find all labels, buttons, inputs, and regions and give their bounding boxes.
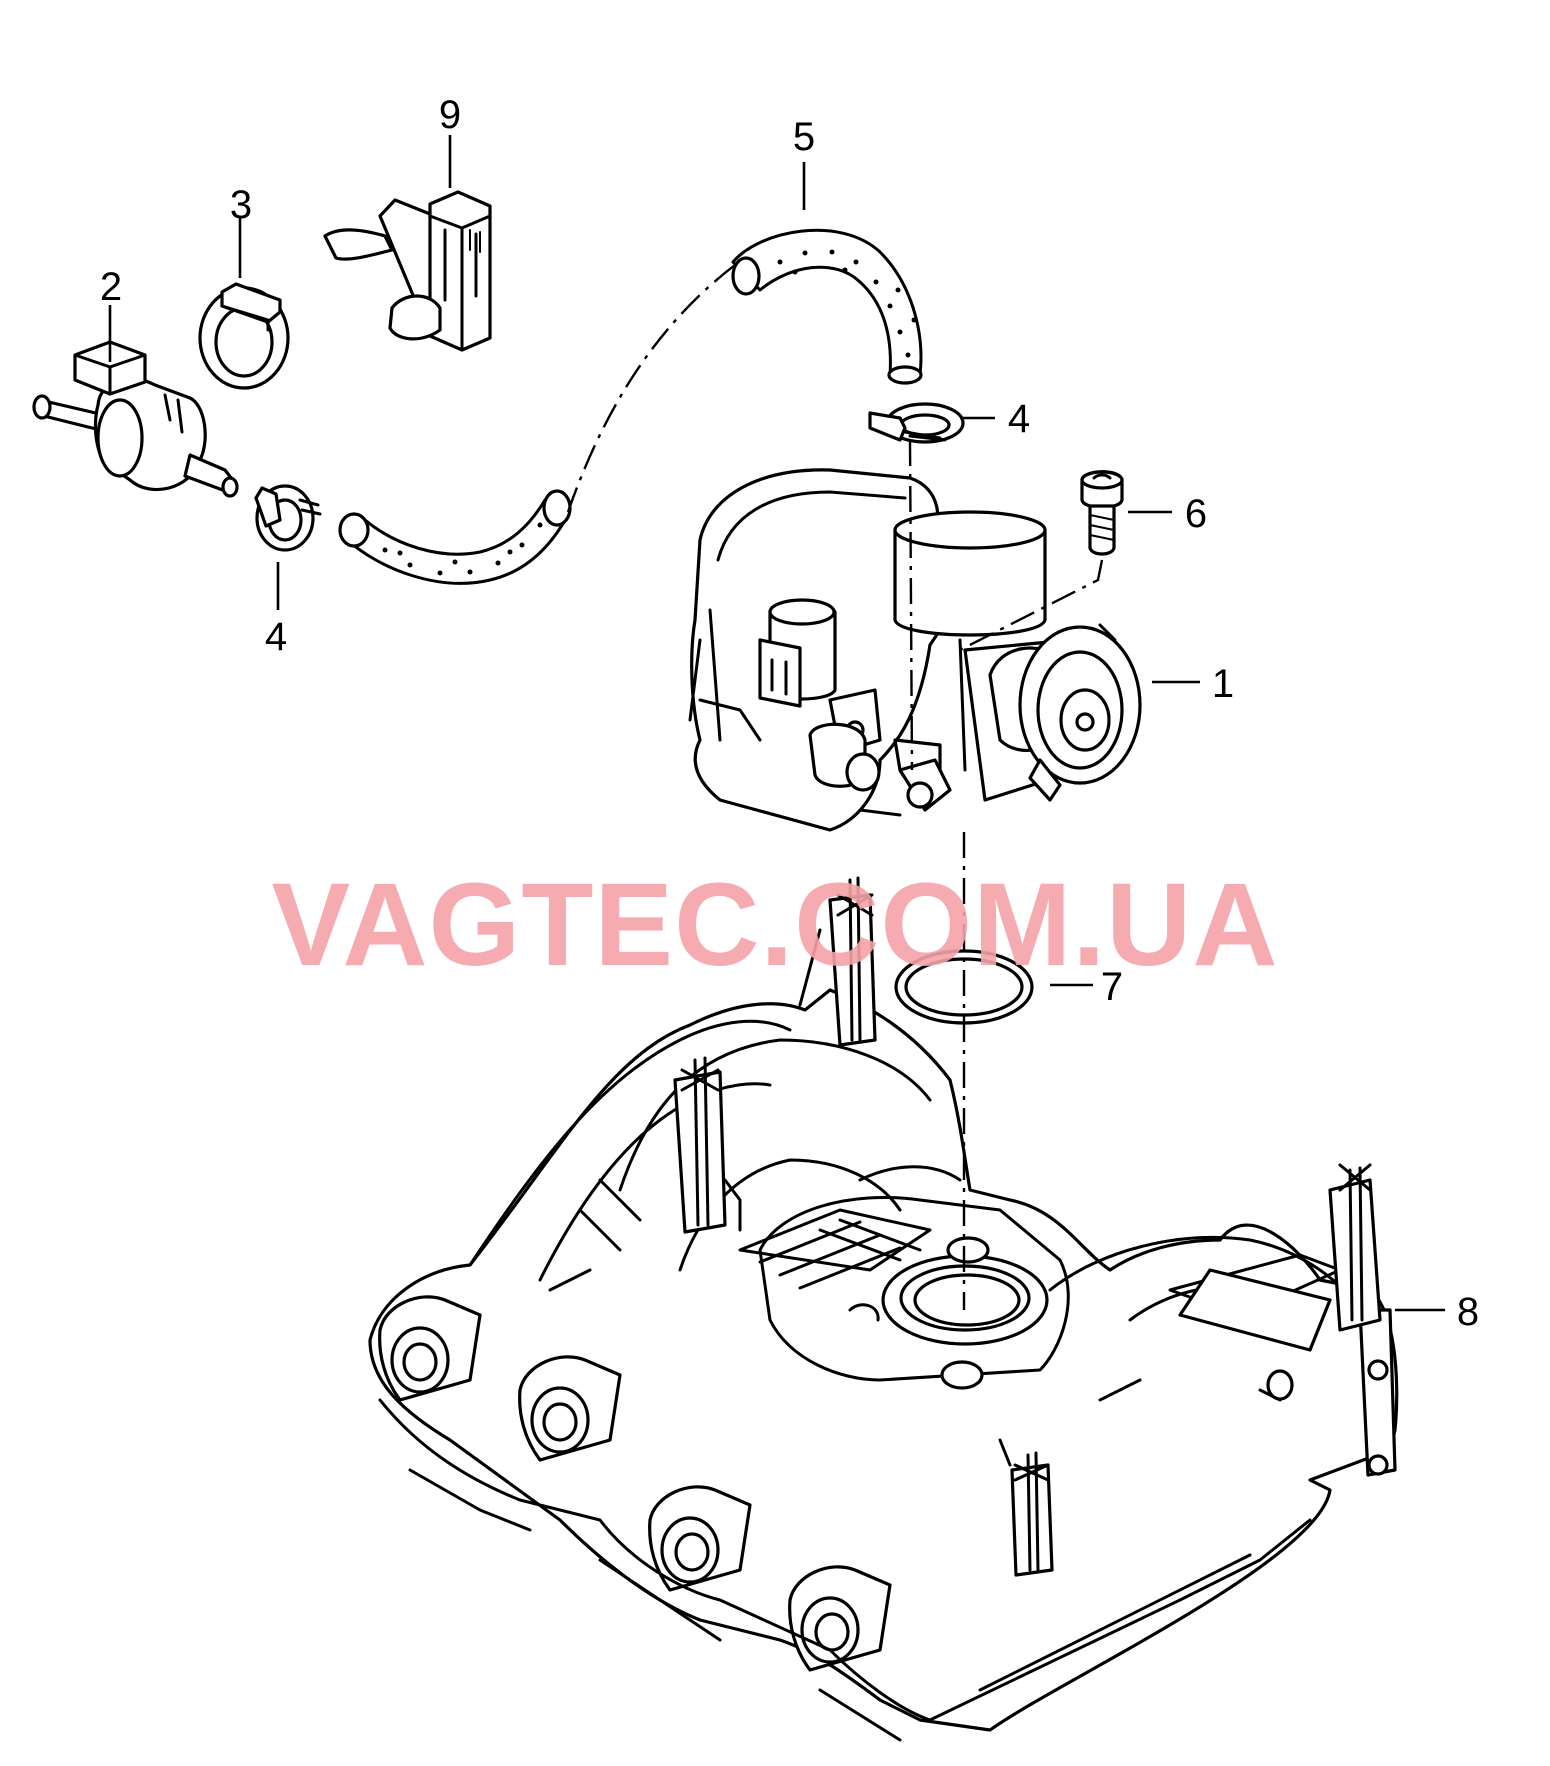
callouts: 9 5 3 2 4 6 4 1 7 8 — [100, 93, 1479, 1334]
callout-5: 5 — [793, 115, 815, 159]
part-9-bracket — [323, 190, 492, 352]
part-2-valve — [32, 340, 239, 498]
part-5-hose-upper — [731, 228, 923, 385]
callout-8: 8 — [1457, 1290, 1479, 1334]
watermark: VAGTEC.COM.UA — [271, 859, 1278, 991]
callout-4-upper: 4 — [1008, 397, 1030, 441]
callout-4-lower: 4 — [265, 615, 287, 659]
callout-3: 3 — [230, 183, 252, 227]
part-4-clamp-upper — [868, 402, 965, 444]
callout-1: 1 — [1212, 662, 1234, 706]
part-4-clamp-lower — [254, 484, 322, 552]
part-3-clamp — [198, 282, 290, 390]
assembly-lines — [566, 264, 1104, 1310]
part-hose-lower — [338, 489, 572, 585]
manifold-ports-left — [378, 1295, 892, 1672]
callout-2: 2 — [100, 265, 122, 309]
callout-7: 7 — [1101, 965, 1123, 1009]
callout-leaders — [108, 135, 1445, 1312]
part-6-bolt — [1080, 470, 1124, 556]
hose-texture-dots — [777, 249, 917, 358]
callout-9: 9 — [439, 93, 461, 137]
callout-6: 6 — [1185, 492, 1207, 536]
part-1-throttle-body — [688, 468, 1142, 832]
hose-texture-dots-lower — [382, 522, 543, 576]
part-8-intake-manifold — [368, 876, 1399, 1742]
